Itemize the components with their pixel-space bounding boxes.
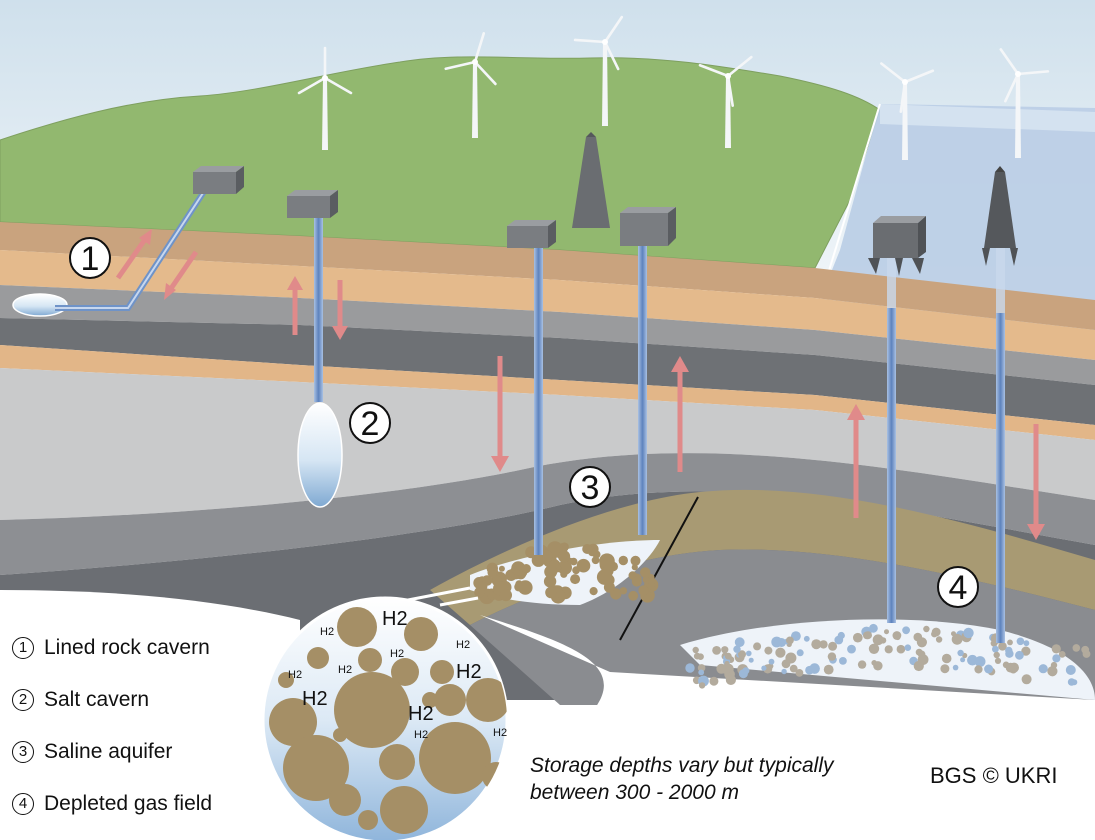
depleted-gas-field-site: 4 [847,166,1045,643]
credit: BGS © UKRI [930,763,1058,788]
h2-label-small: H2 [320,626,334,638]
wellhead-icon [287,190,338,218]
h2-labels: H2 H2 H2 H2 H2 H2 H2 H2 H2 H2 H2 [288,608,507,741]
legend-label: Lined rock cavern [44,636,210,659]
orange-layer [0,250,1095,360]
legend-item-saline-aquifer: 3 Saline aquifer [12,726,272,778]
legend-item-lined-rock-cavern: 1 Lined rock cavern [12,622,272,674]
h2-label-large: H2 [408,703,434,725]
site-number-4: 4 [949,569,968,607]
salt-cavern [297,402,343,508]
wellhead-icon [507,220,556,248]
h2-label-small: H2 [390,648,404,660]
flow-arrow-icon [115,229,199,300]
salt-layer [0,368,1095,520]
dark-layer [0,318,1095,425]
legend-number: 2 [12,689,34,711]
lower-orange-layer [0,345,1095,440]
h2-label-small: H2 [456,639,470,651]
wellhead-icon [620,207,676,246]
legend-number: 3 [12,741,34,763]
wind-turbine-icon [880,62,935,160]
topsoil-layer [0,222,1095,330]
site-number-3: 3 [581,469,600,507]
legend-label: Saline aquifer [44,740,173,763]
h2-label-small: H2 [288,669,302,681]
legend: 1 Lined rock cavern 2 Salt cavern 3 Sali… [12,622,272,830]
h2-label-large: H2 [382,608,408,630]
fault-line [619,496,699,641]
wind-turbines [297,15,1050,160]
wind-turbine-icon [698,55,753,148]
pore-space-zoom: H2 H2 H2 H2 H2 H2 H2 H2 H2 H2 H2 [261,596,509,840]
flow-arrow-icon [847,404,1045,540]
saline-aquifer-site: 3 [491,132,689,555]
wellhead-icon [193,166,244,194]
offshore-platform-icon [868,216,926,276]
grey-layer [0,285,1095,385]
legend-item-salt-cavern: 2 Salt cavern [12,674,272,726]
site-number-1: 1 [81,240,100,278]
h2-label-large: H2 [456,661,482,683]
flow-arrow-icon [491,356,689,472]
caption-line-1: Storage depths vary but typically [530,754,834,777]
h2-label-small: H2 [493,727,507,739]
legend-number: 1 [12,637,34,659]
wind-turbine-icon [297,46,353,150]
legend-label: Salt cavern [44,688,150,711]
legend-item-depleted-gas-field: 4 Depleted gas field [12,778,272,830]
lined-rock-cavern-site: 1 [12,166,244,317]
h2-label-small: H2 [414,729,428,741]
flow-arrow-icon [287,276,348,340]
wind-turbine-icon [444,32,497,138]
gas-field-bubbles [685,623,1091,689]
salt-cavern-site: 2 [287,190,391,508]
h2-label-large: H2 [302,688,328,710]
anticline-layer [0,453,1095,575]
wind-turbine-icon [573,15,624,126]
legend-label: Depleted gas field [44,792,213,815]
drilling-rig-icon [572,132,610,228]
storage-depth-caption: Storage depths vary but typically betwee… [530,752,910,806]
reservoir-layer [430,489,1095,625]
legend-number: 4 [12,793,34,815]
drilling-rig-icon [982,166,1018,266]
wind-turbine-icon [999,48,1050,158]
aquifer-bubbles [473,541,659,605]
site-number-2: 2 [361,405,380,443]
h2-label-small: H2 [338,664,352,676]
caption-line-2: between 300 - 2000 m [530,781,739,804]
